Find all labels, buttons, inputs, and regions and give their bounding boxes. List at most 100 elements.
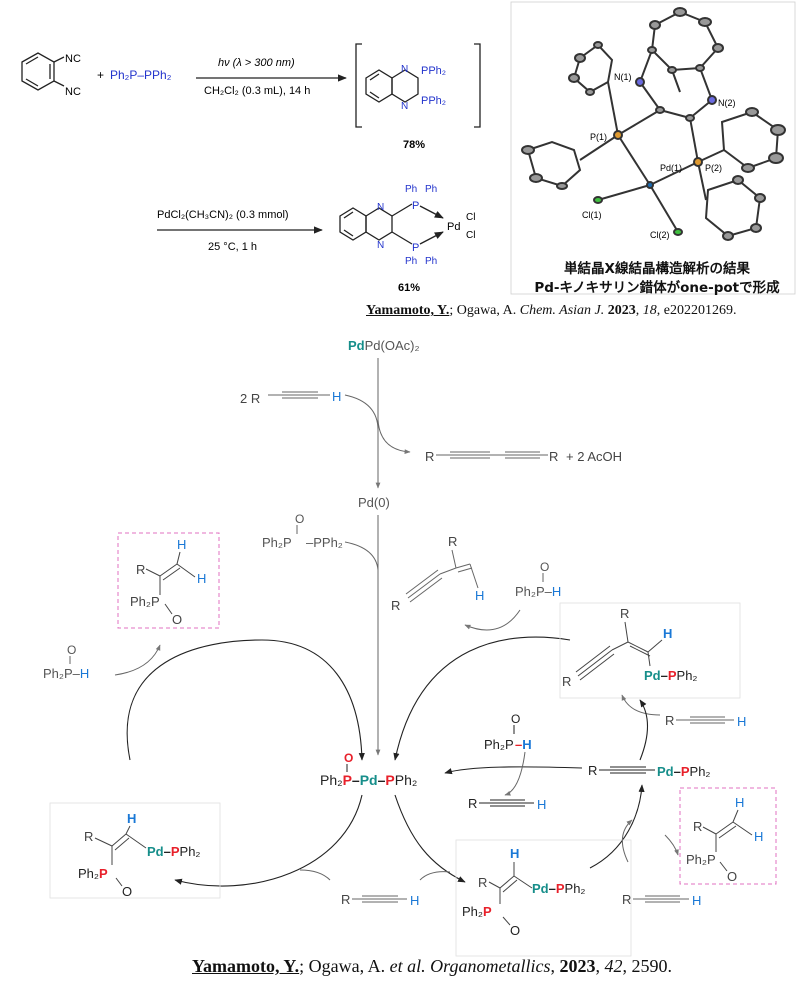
atom-label-pd1: Pd(1) — [660, 163, 682, 173]
reference-bottom-volume: 42 — [604, 956, 623, 976]
curve-bottom-alkyne-2 — [419, 871, 451, 881]
reaction1-yield: 78% — [403, 139, 425, 151]
bl-h: H — [127, 811, 136, 826]
complex-p-top: P — [412, 200, 419, 212]
bl-ph2p: Ph₂P — [78, 866, 108, 881]
isocyanide-label-2: NC — [65, 86, 81, 98]
alkyne-h-1: H — [332, 389, 341, 404]
acetylide-bonds — [599, 766, 655, 774]
reaction2-condition-bottom: 25 °C, 1 h — [208, 241, 257, 253]
phosphine-oxide-tr-o: O — [540, 560, 549, 574]
reference-top: Yamamoto, Y.; Ogawa, A. Chem. Asian J. 2… — [366, 303, 737, 318]
monoxide-right: –PPh₂ — [306, 535, 343, 550]
pd-quinoxaline-complex — [339, 203, 444, 245]
curve-bottom-alkyne-1 — [299, 869, 331, 881]
product-box-left — [117, 532, 220, 629]
complex-ph-1: Ph — [405, 184, 417, 195]
atom-label-cl2: Cl(2) — [650, 230, 670, 240]
alkyne-triple-bond-1 — [268, 391, 330, 399]
bc-r: R — [478, 875, 487, 890]
intermediate-box-left — [49, 802, 221, 899]
product-n-top: N — [401, 64, 408, 75]
box-right-h-right: H — [754, 829, 763, 844]
crystal-caption-line1: 単結晶X線結晶構造解析の結果 — [564, 261, 750, 277]
phosphine-oxide-tr: Ph₂P–H — [515, 584, 561, 599]
box-left-bonds — [145, 551, 196, 615]
phosphine-oxide-mid: Ph₂P — [484, 737, 514, 752]
box-right-bonds — [702, 809, 753, 872]
intermediate-box-bottom — [455, 839, 632, 957]
reference-bottom: Yamamoto, Y.; Ogawa, A. et al. Organomet… — [192, 956, 672, 976]
complex-ph-4: Ph — [425, 256, 437, 267]
left-cycle-arc — [126, 639, 365, 761]
alkyne-h-rb: H — [692, 893, 701, 908]
diphosphine-reagent: Ph₂P–PPh₂ — [110, 68, 172, 82]
diyne-r-right: R — [549, 449, 558, 464]
reaction1-condition-top: hν (λ > 300 nm) — [218, 57, 295, 69]
complex-p-bottom: P — [412, 242, 419, 254]
complex-pd: Pd — [447, 221, 460, 233]
reference-bottom-author: Yamamoto, Y. — [192, 956, 300, 976]
alkyne-reagent-label: 2 R — [240, 391, 260, 406]
central-complex: Ph₂P–Pd–PPh₂ — [320, 772, 417, 788]
product-pph2-bottom: PPh₂ — [421, 95, 446, 107]
reaction2-condition-top: PdCl₂(CH₃CN)₂ (0.3 mmol) — [157, 209, 289, 221]
right-cycle-arc — [393, 636, 571, 761]
phosphine-oxide-left: Ph₂P–H — [43, 666, 89, 681]
box-left-o: O — [172, 612, 182, 627]
box-right-r: R — [693, 819, 702, 834]
alkyne-h-right: H — [737, 714, 746, 729]
box-right-ph2p: Ph₂P — [686, 852, 716, 867]
central-o: O — [344, 751, 353, 765]
bc-bonds — [488, 862, 533, 926]
curve-enyne-out — [464, 609, 521, 631]
tr-r-left: R — [562, 674, 571, 689]
acoh-product: + 2 AcOH — [566, 449, 622, 464]
curve-rb-2 — [664, 834, 679, 856]
complex-cl-1: Cl — [466, 212, 475, 223]
complex-ph-3: Ph — [405, 256, 417, 267]
monoxide-left: Ph₂P — [262, 535, 292, 550]
bc-ph2p: Ph₂P — [462, 904, 492, 919]
phosphine-oxide-left-o: O — [67, 643, 76, 657]
box-left-h-right: H — [197, 571, 206, 586]
product-box-right — [679, 787, 777, 885]
box-right-o: O — [727, 869, 737, 884]
complex-n-bottom: N — [377, 240, 384, 251]
arrow-acetylide-up — [639, 699, 648, 761]
phosphine-oxide-mid-h: –H — [515, 737, 532, 752]
complex-n-top: N — [377, 202, 384, 213]
arc-center-to-bottom — [394, 794, 466, 883]
reaction1-condition-bottom: CH₂Cl₂ (0.3 mL), 14 h — [204, 85, 310, 97]
crystal-caption-line2: Pd-キノキサリン錯体がone-potで形成 — [534, 280, 780, 296]
monoxide-o: O — [295, 512, 304, 526]
alkyne-r-rb: R — [622, 892, 631, 907]
reference-bottom-pages: , 2590. — [622, 956, 672, 976]
curve-rb-1 — [621, 819, 633, 863]
atom-label-n2: N(2) — [718, 98, 736, 108]
product-n-bottom: N — [401, 101, 408, 112]
pd-oac2: PdPd(OAc)₂ — [348, 338, 420, 353]
box-right-h-top: H — [735, 795, 744, 810]
enyne-h-right: H — [475, 588, 484, 603]
diyne-bonds — [436, 451, 548, 459]
product-bracket — [355, 43, 481, 128]
tr-r-top: R — [620, 606, 629, 621]
reference-top-year: 2023 — [607, 303, 636, 318]
enyne-r-top: R — [448, 534, 457, 549]
acetylide-pd-pph2: Pd–PPh₂ — [657, 764, 710, 779]
bl-bonds — [94, 825, 147, 887]
alkyne-r-bottom: R — [341, 892, 350, 907]
plus-sign: + — [97, 68, 104, 82]
reaction2-yield: 61% — [398, 282, 420, 294]
tr-h: H — [663, 626, 672, 641]
alkyne-rb-bonds — [633, 895, 689, 903]
reference-top-journal: Chem. Asian J. — [519, 303, 605, 318]
tr-bonds — [575, 621, 663, 681]
reference-top-pages: , e202201269. — [656, 303, 737, 318]
alkyne-r-mid: R — [468, 796, 477, 811]
curve-alkyne-right — [621, 694, 661, 716]
reference-bottom-rest: ; Ogawa, A. — [299, 956, 390, 976]
tr-pd-pph2: Pd–PPh₂ — [644, 668, 697, 683]
acetylide-r: R — [588, 763, 597, 778]
